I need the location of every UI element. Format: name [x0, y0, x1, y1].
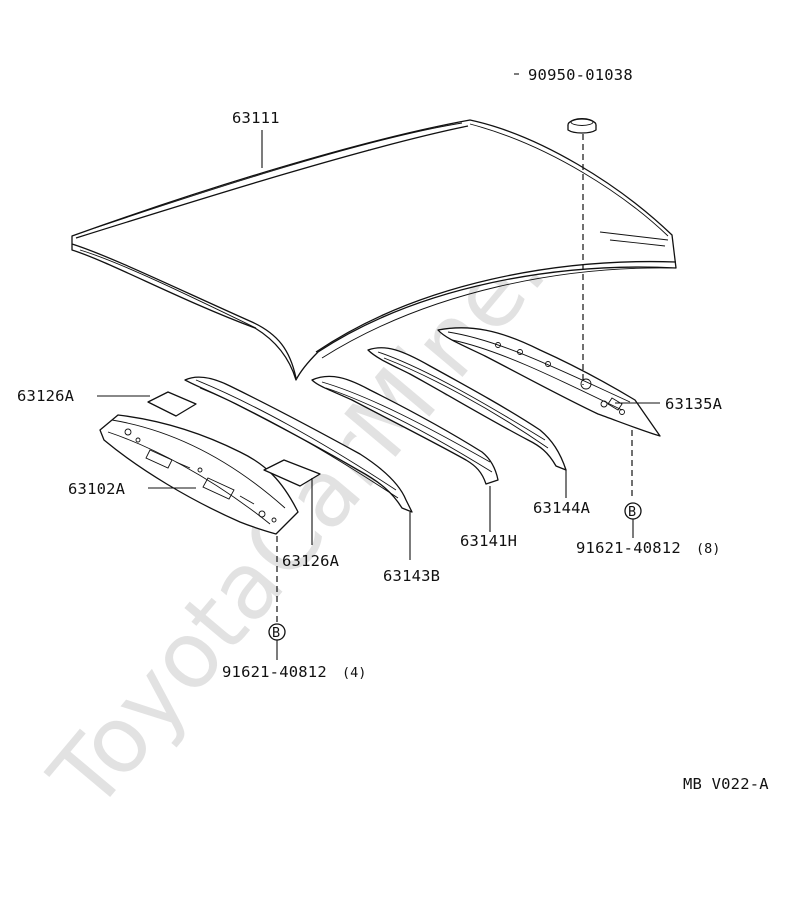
label-reinforcement-63143b: 63143B [383, 567, 440, 585]
hole-plug[interactable] [567, 118, 597, 134]
front-header-panel[interactable] [99, 414, 299, 535]
leader-lines [97, 73, 660, 660]
label-fastener-right-qty: (8) [696, 541, 720, 557]
label-silencer-pad-upper: 63126A [17, 387, 75, 405]
silencer-pad-lower[interactable] [263, 459, 321, 487]
label-fastener-left-qty: (4) [342, 665, 366, 681]
label-fastener-right: 91621-40812 [576, 539, 681, 557]
svg-text:B: B [628, 504, 636, 520]
clip-b-right-icon[interactable]: B [624, 502, 642, 520]
label-roof-panel: 63111 [232, 109, 280, 127]
label-hole-plug: 90950-01038 [528, 66, 633, 84]
label-fastener-left: 91621-40812 [222, 663, 327, 681]
label-reinforcement-63141h: 63141H [460, 532, 517, 550]
svg-text:B: B [272, 625, 280, 641]
reinforcement-63141h[interactable] [311, 375, 499, 485]
roof-panel[interactable] [71, 119, 677, 381]
label-reinforcement-63144a: 63144A [533, 499, 591, 517]
label-silencer-pad-lower: 63126A [282, 552, 340, 570]
clip-b-left-icon[interactable]: B [268, 623, 286, 641]
label-front-header-panel: 63102A [68, 480, 126, 498]
reinforcement-63143b[interactable] [184, 376, 413, 513]
label-rear-header-panel: 63135A [665, 395, 723, 413]
silencer-pad-upper[interactable] [147, 391, 197, 417]
diagram-code: MB V022-A [683, 775, 769, 793]
rear-header-panel[interactable] [437, 327, 661, 437]
